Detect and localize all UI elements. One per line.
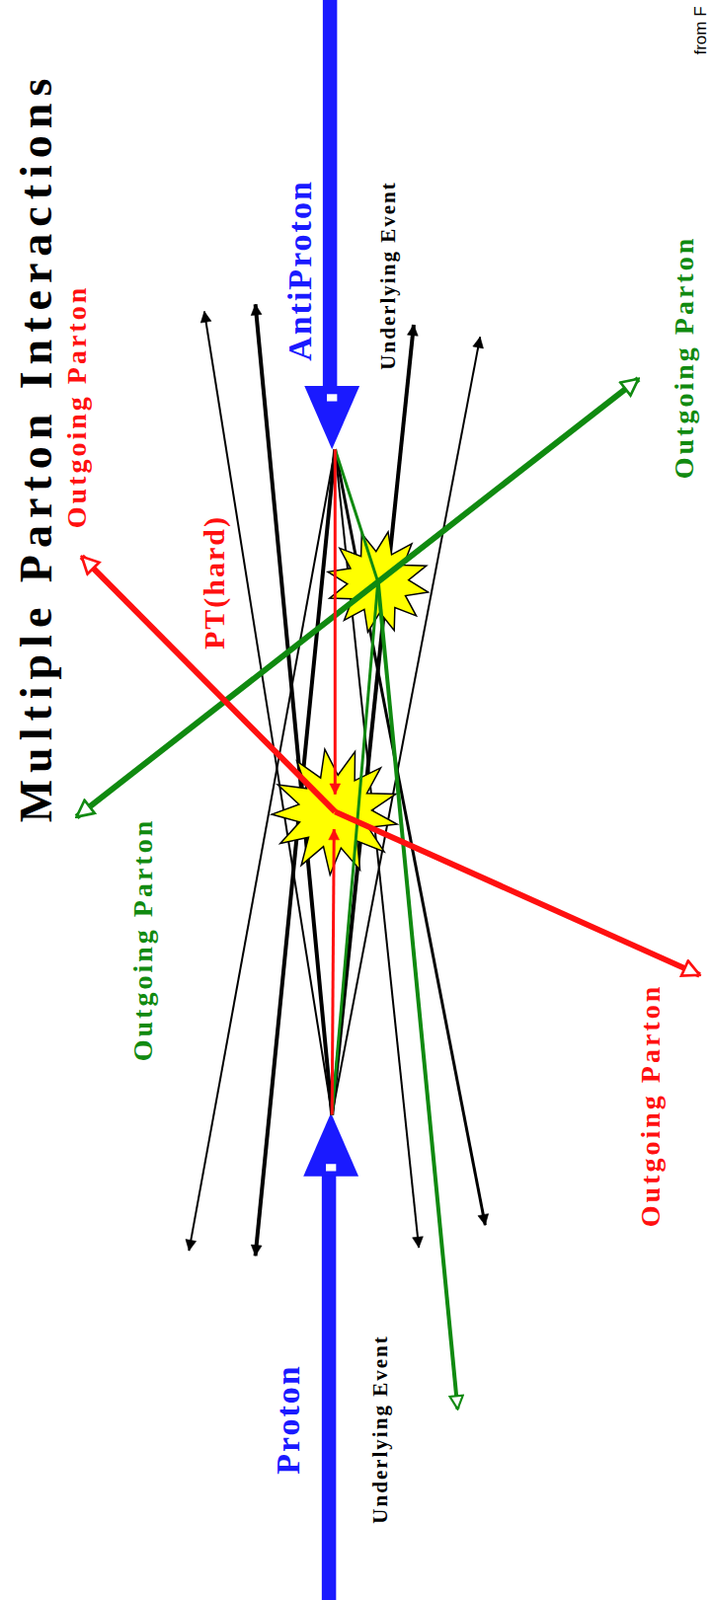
red-parton-line [331,829,334,1116]
red-parton-line [334,811,700,976]
red-parton-line [333,449,337,795]
underlying-event-track [331,336,480,1115]
pt-hard-label: PT(hard) [199,515,230,650]
arrow-notch [325,1164,336,1172]
parton-label: Outgoing Parton [129,817,158,1061]
antiproton-beam [322,0,337,389]
proton-beam [321,1175,336,1600]
credit-note: from F [691,5,709,55]
underlying-event-label: Underlying Event [378,181,399,371]
underlying-event-track [255,304,333,1115]
beam-label: AntiProton [283,179,317,362]
parton-label: Outgoing Parton [636,984,665,1228]
antiproton-arrowhead [304,386,360,450]
parton-label: Outgoing Parton [670,236,699,479]
proton-arrowhead [303,1113,359,1178]
beam-label: Proton [271,1364,306,1475]
parton-label: Outgoing Parton [63,284,91,528]
arrow-notch [326,394,337,401]
green-parton-line [331,582,379,1116]
underlying-event-track [255,449,336,1257]
diagram-title: Multiple Parton Interactions [13,72,60,824]
underlying-event-label: Underlying Event [369,1336,391,1525]
green-parton-line [77,379,639,818]
green-parton-line [334,449,378,582]
green-parton-line [378,582,459,1411]
underlying-event-track [331,324,414,1116]
